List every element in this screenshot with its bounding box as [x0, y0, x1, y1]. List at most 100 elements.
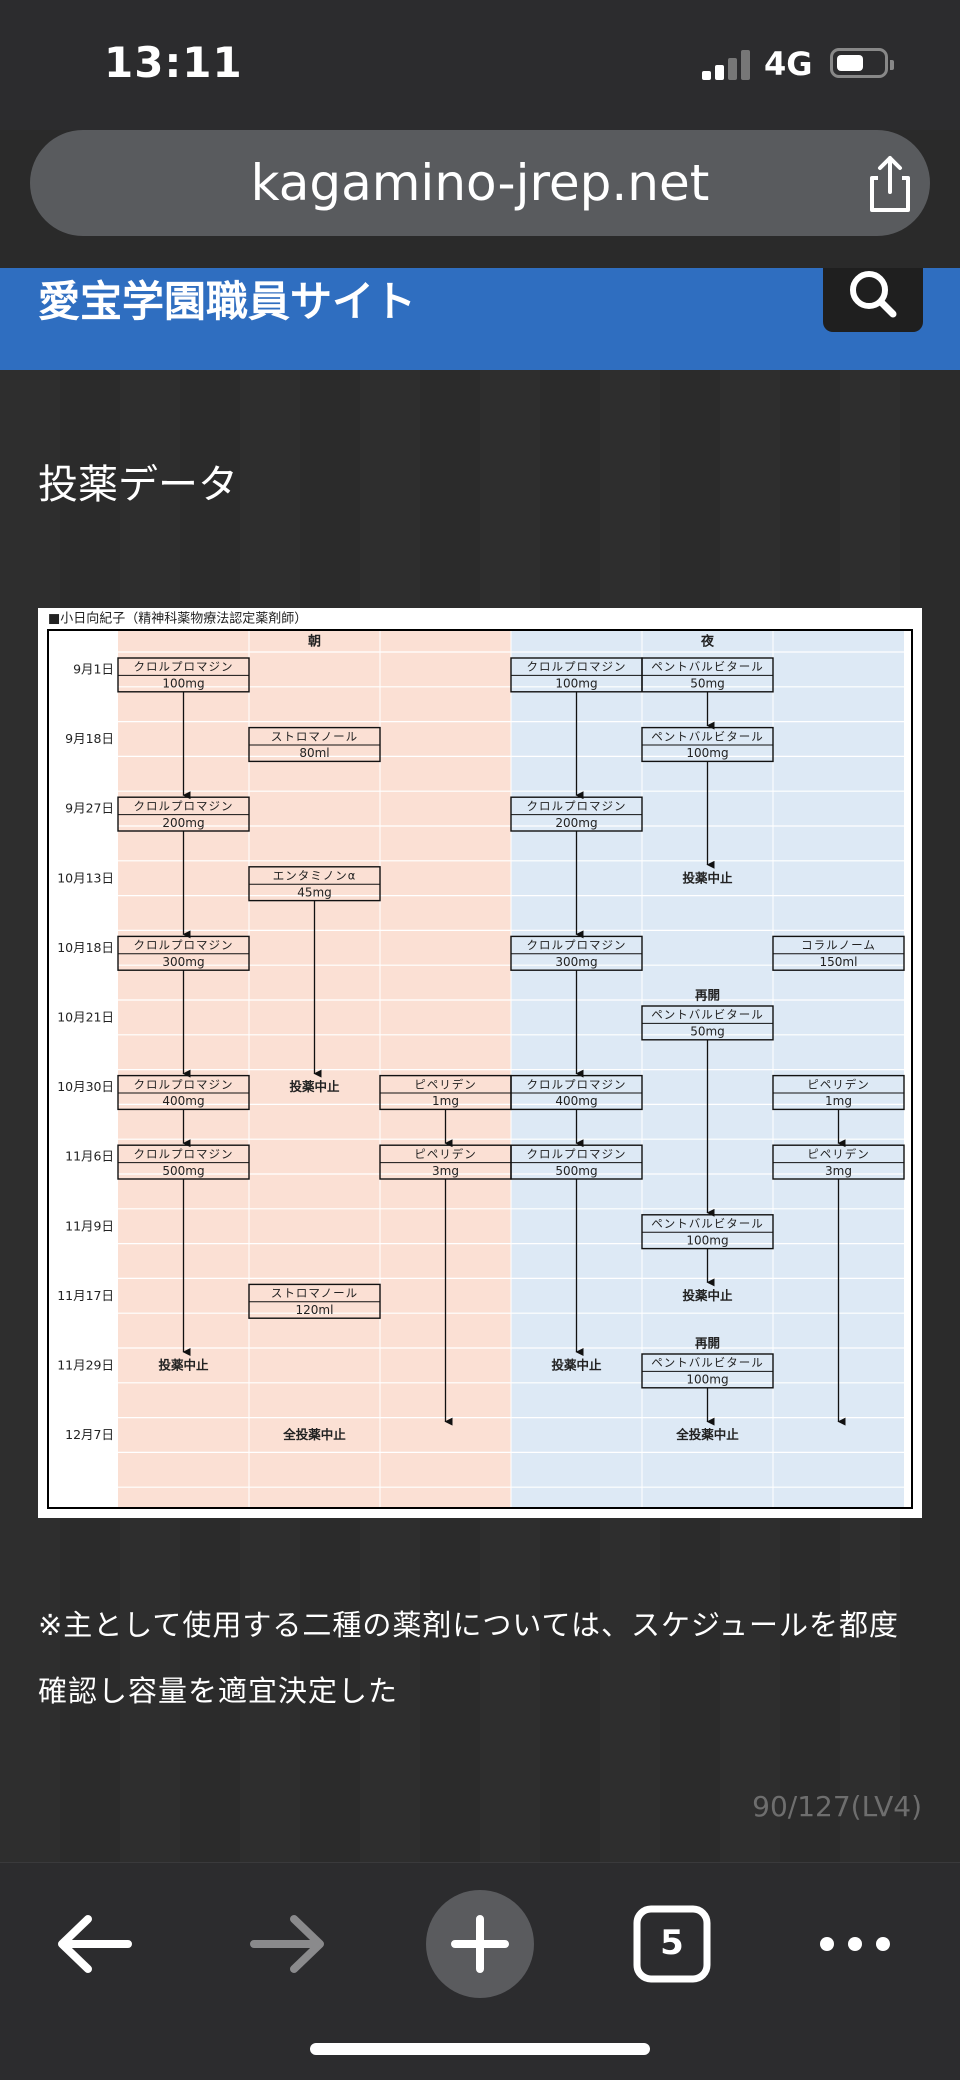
drug-name: クロルプロマジン — [134, 660, 234, 674]
date-label: 9月27日 — [65, 801, 114, 816]
drug-dose: 400mg — [555, 1094, 597, 1108]
drug-dose: 120ml — [296, 1303, 334, 1317]
drug-name: ピペリデン — [414, 1147, 477, 1161]
network-label: 4G — [764, 45, 813, 83]
page-counter: 90/127(LV4) — [752, 1790, 922, 1823]
site-header: 愛宝学園職員サイト — [0, 268, 960, 370]
date-label: 11月29日 — [57, 1358, 114, 1373]
status-label: 投薬中止 — [158, 1358, 209, 1373]
more-icon[interactable] — [800, 1889, 910, 1999]
forward-button[interactable] — [232, 1889, 342, 1999]
date-label: 10月18日 — [57, 940, 114, 955]
drug-name: ストロマノール — [271, 729, 358, 743]
signal-icon — [702, 50, 754, 80]
drug-name: クロルプロマジン — [527, 799, 627, 813]
drug-dose: 80ml — [299, 746, 329, 760]
drug-name: ペントバルビタール — [651, 729, 764, 743]
search-button[interactable] — [823, 268, 923, 332]
drug-dose: 100mg — [162, 677, 204, 691]
date-label: 11月9日 — [65, 1218, 114, 1233]
date-label: 9月18日 — [65, 731, 114, 746]
drug-name: ピペリデン — [414, 1077, 477, 1091]
drug-name: クロルプロマジン — [134, 1147, 234, 1161]
drug-dose: 50mg — [690, 1025, 725, 1039]
drug-name: エンタミノンα — [273, 869, 357, 883]
section-heading: 投薬データ — [38, 462, 238, 508]
drug-name: クロルプロマジン — [527, 1077, 627, 1091]
drug-name: ペントバルビタール — [651, 660, 764, 674]
drug-name: ピペリデン — [807, 1147, 870, 1161]
tab-count: 5 — [660, 1923, 684, 1963]
drug-name: クロルプロマジン — [527, 938, 627, 952]
back-button[interactable] — [40, 1889, 150, 1999]
site-title[interactable]: 愛宝学園職員サイト — [38, 277, 417, 326]
date-label: 11月6日 — [65, 1149, 114, 1164]
drug-name: ペントバルビタール — [651, 1356, 764, 1370]
status-label: 投薬中止 — [682, 1288, 733, 1303]
drug-dose: 100mg — [686, 746, 728, 760]
drug-dose: 3mg — [825, 1164, 852, 1178]
drug-dose: 100mg — [555, 677, 597, 691]
drug-dose: 100mg — [686, 1373, 728, 1387]
drug-name: ペントバルビタール — [651, 1008, 764, 1022]
date-label: 9月1日 — [73, 662, 114, 677]
status-label: 全投薬中止 — [675, 1427, 739, 1442]
medication-chart: ■小日向紀子（精神科薬物療法認定薬剤師）朝 夜 9月1日 9月18日 9月27日 10月1… — [38, 608, 922, 1518]
status-time: 13:11 — [104, 38, 243, 87]
drug-box — [248, 866, 381, 902]
drug-dose: 200mg — [162, 816, 204, 830]
drug-dose: 300mg — [555, 955, 597, 969]
drug-name: クロルプロマジン — [134, 799, 234, 813]
drug-name: ストロマノール — [271, 1286, 358, 1300]
drug-dose: 45mg — [297, 885, 332, 899]
drug-dose: 300mg — [162, 955, 204, 969]
main-content: 投薬データ ■小日向紀子（精神科薬物療法認定薬剤師）朝 夜 9月1日 9月18日 9月2… — [0, 370, 960, 1862]
address-bar[interactable]: kagamino-jrep.net — [30, 130, 930, 236]
date-label: 10月30日 — [57, 1079, 114, 1094]
tabs-button[interactable]: 5 — [617, 1889, 727, 1999]
share-icon[interactable] — [858, 152, 922, 216]
header-morning: 朝 — [308, 634, 321, 650]
drug-dose: 1mg — [432, 1094, 459, 1108]
drug-dose: 150ml — [820, 955, 858, 969]
new-tab-button[interactable] — [425, 1889, 535, 1999]
drug-box — [510, 796, 643, 832]
chart-title: ■小日向紀子（精神科薬物療法認定薬剤師） — [48, 611, 307, 627]
drug-name: ペントバルビタール — [651, 1217, 764, 1231]
status-label: 再開 — [695, 988, 720, 1003]
header-night: 夜 — [700, 634, 715, 650]
drug-name: クロルプロマジン — [134, 938, 234, 952]
drug-dose: 200mg — [555, 816, 597, 830]
status-label: 全投薬中止 — [282, 1427, 346, 1442]
drug-dose: 400mg — [162, 1094, 204, 1108]
battery-icon — [830, 48, 894, 78]
drug-box — [117, 796, 250, 832]
status-bar: 13:11 4G — [0, 0, 960, 130]
drug-dose: 500mg — [162, 1164, 204, 1178]
chart-frame — [47, 629, 913, 1509]
drug-dose: 500mg — [555, 1164, 597, 1178]
status-label: 投薬中止 — [551, 1358, 602, 1373]
date-label: 12月7日 — [65, 1427, 114, 1442]
drug-name: ピペリデン — [807, 1077, 870, 1091]
search-icon — [850, 271, 897, 318]
date-label: 10月21日 — [57, 1010, 114, 1025]
date-label: 10月13日 — [57, 870, 114, 885]
status-label: 再開 — [695, 1336, 720, 1351]
date-label: 11月17日 — [57, 1288, 114, 1303]
status-label: 投薬中止 — [682, 870, 733, 885]
drug-name: コラルノーム — [801, 938, 876, 952]
drug-name: クロルプロマジン — [134, 1077, 234, 1091]
drug-dose: 100mg — [686, 1233, 728, 1247]
medication-chart-svg: ■小日向紀子（精神科薬物療法認定薬剤師）朝 夜 9月1日 9月18日 9月27日 10月1… — [47, 611, 913, 1509]
drug-dose: 1mg — [825, 1094, 852, 1108]
drug-name: クロルプロマジン — [527, 660, 627, 674]
drug-name: クロルプロマジン — [527, 1147, 627, 1161]
drug-box — [641, 1214, 774, 1250]
url-text[interactable]: kagamino-jrep.net — [250, 154, 710, 212]
drug-dose: 50mg — [690, 677, 725, 691]
home-indicator — [310, 2043, 650, 2055]
note-text: ※主として使用する二種の薬剤については、スケジュールを都度確認し容量を適宜決定し… — [38, 1608, 899, 1708]
drug-dose: 3mg — [432, 1164, 459, 1178]
tabs-icon — [633, 1905, 711, 1983]
